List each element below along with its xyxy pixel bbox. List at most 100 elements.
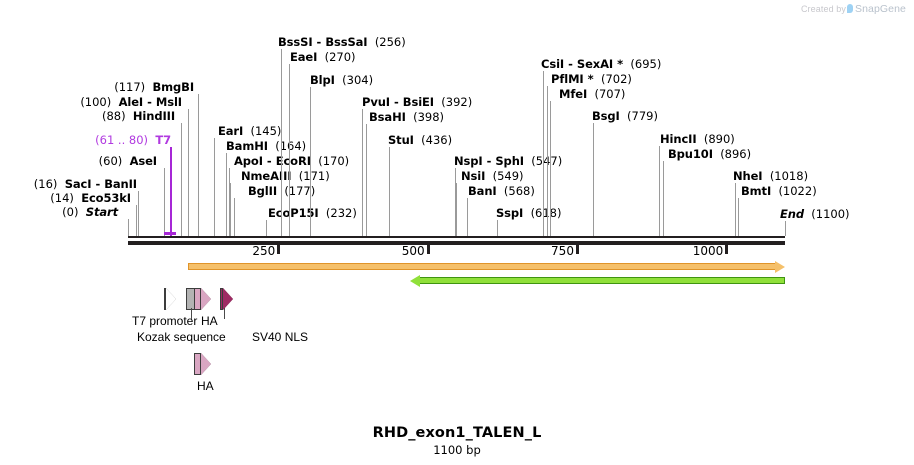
- enzyme-position: (16): [33, 177, 58, 191]
- enzyme-label[interactable]: Bpu10I (896): [668, 148, 751, 161]
- feature-label-kozak-sequence[interactable]: Kozak sequence: [137, 330, 226, 344]
- enzyme-name: Bpu10I: [668, 147, 713, 161]
- enzyme-label[interactable]: (117) BmgBI: [114, 81, 194, 94]
- enzyme-position: (61 .. 80): [95, 133, 149, 147]
- ruler-label: 750: [551, 244, 574, 258]
- enzyme-name-separator: -: [390, 95, 403, 109]
- enzyme-label[interactable]: MfeI (707): [559, 88, 625, 101]
- orf-arrow[interactable]: [187, 260, 785, 273]
- feature-arrow-ha-tag-1[interactable]: [193, 288, 211, 310]
- enzyme-tick-line: [738, 198, 739, 236]
- spacer: [594, 72, 601, 86]
- enzyme-label[interactable]: BmtI (1022): [741, 185, 817, 198]
- enzyme-name-group: SacI - BanII: [65, 177, 137, 191]
- enzyme-position: (88): [101, 109, 126, 123]
- spacer: [74, 191, 81, 205]
- enzyme-label[interactable]: NheI (1018): [733, 170, 808, 183]
- enzyme-label[interactable]: EarI (145): [218, 125, 281, 138]
- feature-label-ha-tag-2[interactable]: HA: [197, 379, 214, 393]
- enzyme-name-group: NmeAIII: [241, 169, 292, 183]
- enzyme-name-separator: -: [482, 154, 496, 168]
- enzyme-name: AleI: [118, 95, 144, 109]
- enzyme-name: BssSI: [278, 35, 313, 49]
- enzyme-name: AseI: [129, 154, 158, 168]
- enzyme-tick-line: [362, 109, 363, 236]
- enzyme-tick-line: [550, 101, 551, 236]
- enzyme-position: (0): [62, 205, 79, 219]
- enzyme-name: BlpI: [310, 73, 335, 87]
- feature-arrow-t7-promoter[interactable]: [164, 288, 176, 310]
- enzyme-name-group: HincII: [660, 132, 697, 146]
- feature-connector-tick: [224, 308, 225, 319]
- enzyme-position: (896): [720, 147, 752, 161]
- enzyme-label[interactable]: BlpI (304): [310, 74, 373, 87]
- enzyme-label[interactable]: PflMI * (702): [551, 73, 632, 86]
- enzyme-label[interactable]: PvuI - BsiEI (392): [362, 96, 472, 109]
- enzyme-label[interactable]: NmeAIII (171): [241, 170, 330, 183]
- enzyme-name: SexAI: [576, 57, 614, 71]
- enzyme-tick-line: [289, 64, 290, 236]
- enzyme-label[interactable]: NspI - SphI (547): [454, 155, 562, 168]
- enzyme-label[interactable]: CsiI - SexAI * (695): [541, 58, 661, 71]
- feature-arrow-sv40-nls[interactable]: [219, 288, 233, 310]
- enzyme-tick-line: [455, 168, 456, 236]
- orf-arrow[interactable]: [409, 274, 785, 287]
- enzyme-name-group: End: [780, 207, 804, 221]
- enzyme-label[interactable]: BanI (568): [468, 185, 535, 198]
- enzyme-label[interactable]: (14) Eco53kI: [50, 192, 131, 205]
- enzyme-label[interactable]: BsaHI (398): [369, 111, 444, 124]
- t7-promoter-marker: [164, 232, 176, 235]
- enzyme-label[interactable]: EcoP15I (232): [268, 207, 357, 220]
- enzyme-label[interactable]: NsiI (549): [461, 170, 524, 183]
- enzyme-name: BsaHI: [369, 110, 406, 124]
- enzyme-position: (436): [421, 133, 453, 147]
- enzyme-position: (779): [627, 109, 658, 123]
- enzyme-position: (60): [98, 154, 123, 168]
- enzyme-label[interactable]: (0) Start: [62, 206, 118, 219]
- enzyme-label[interactable]: (100) AleI - MslI: [80, 96, 182, 109]
- enzyme-name: MslI: [155, 95, 182, 109]
- enzyme-position: (304): [342, 73, 374, 87]
- feature-body: [219, 288, 223, 310]
- enzyme-label[interactable]: SspI (618): [496, 207, 562, 220]
- sequence-line-upper: [128, 236, 785, 238]
- enzyme-label[interactable]: EaeI (270): [290, 51, 356, 64]
- enzyme-name-group: BsaHI: [369, 110, 406, 124]
- enzyme-label[interactable]: End (1100): [780, 208, 850, 221]
- enzyme-label[interactable]: BssSI - BssSaI (256): [278, 36, 406, 49]
- enzyme-name: EaeI: [290, 50, 318, 64]
- enzyme-name: BmtI: [741, 184, 772, 198]
- feature-label-sv40-nls[interactable]: SV40 NLS: [252, 330, 309, 344]
- sequence-line-lower: [128, 241, 785, 245]
- enzyme-name-separator: -: [312, 35, 326, 49]
- spacer: [126, 109, 133, 123]
- enzyme-name: SspI: [496, 206, 524, 220]
- enzyme-name: BsgI: [592, 109, 620, 123]
- enzyme-label[interactable]: ApoI - EcoRI (170): [234, 155, 349, 168]
- enzyme-label[interactable]: BamHI (164): [226, 140, 306, 153]
- enzyme-name: BmgBI: [152, 80, 194, 94]
- feature-label-t7-promoter[interactable]: T7 promoter: [132, 314, 198, 328]
- enzyme-label[interactable]: StuI (436): [388, 134, 452, 147]
- enzyme-tick-line: [266, 220, 267, 236]
- enzyme-name-group: ApoI - EcoRI: [234, 154, 311, 168]
- enzyme-label[interactable]: (60) AseI: [99, 155, 157, 168]
- enzyme-position: (392): [441, 95, 473, 109]
- enzyme-tick-line: [281, 49, 282, 236]
- feature-arrowhead-icon: [222, 288, 233, 310]
- enzyme-label[interactable]: (61 .. 80) T7: [95, 134, 171, 147]
- ruler-label: 1000: [692, 244, 724, 258]
- enzyme-label[interactable]: (16) SacI - BanII: [34, 178, 137, 191]
- enzyme-label[interactable]: BglII (177): [248, 185, 315, 198]
- enzyme-tick-line: [663, 161, 664, 236]
- enzyme-label[interactable]: HincII (890): [660, 133, 735, 146]
- enzyme-tick-line: [234, 198, 235, 236]
- enzyme-tick-line: [136, 205, 137, 236]
- enzyme-name: PvuI: [362, 95, 390, 109]
- feature-arrow-ha-tag-2[interactable]: [193, 353, 211, 375]
- enzyme-name-group: NheI: [733, 169, 763, 183]
- enzyme-position: (177): [284, 184, 316, 198]
- feature-label-ha-tag-1[interactable]: HA: [201, 314, 218, 328]
- enzyme-label[interactable]: BsgI (779): [592, 110, 658, 123]
- enzyme-label[interactable]: (88) HindIII: [102, 110, 175, 123]
